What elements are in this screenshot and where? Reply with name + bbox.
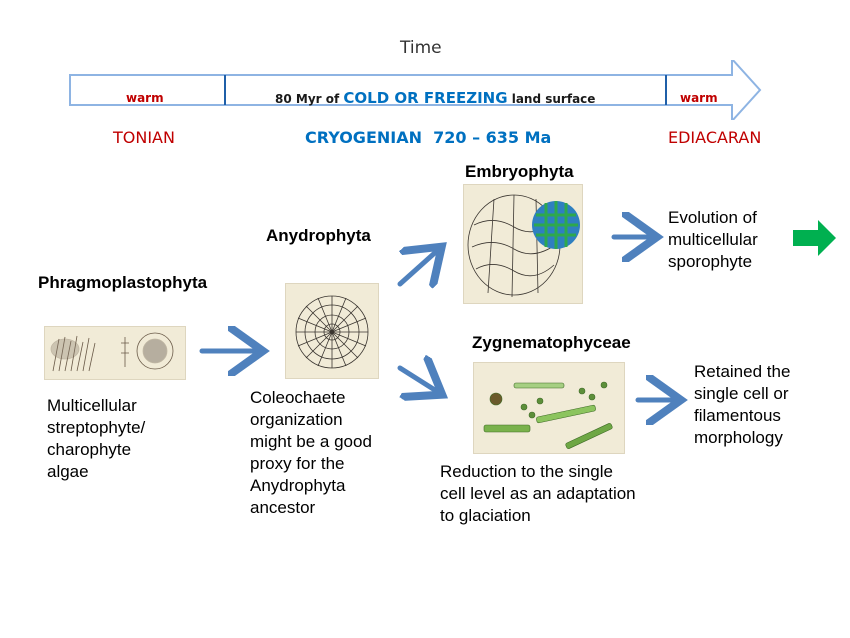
- period-ediacaran: EDIACARAN: [668, 128, 762, 147]
- period-cryogenian: CRYOGENIAN 720 – 635 Ma: [305, 128, 552, 147]
- heading-zygnematophyceae: Zygnematophyceae: [472, 333, 631, 352]
- zygnema-outcome-line: morphology: [694, 428, 783, 447]
- coleochaete-illustration: [285, 283, 379, 379]
- zygnema-desc-line: cell level as an adaptation: [440, 484, 636, 503]
- zygnematophyceae-description: Reduction to the single cell level as an…: [440, 461, 636, 527]
- zygnematophyceae-illustration: [473, 362, 625, 454]
- zygnema-desc-line: Reduction to the single: [440, 462, 613, 481]
- zygnema-desc-line: to glaciation: [440, 506, 531, 525]
- timeline-arrow-outline: [69, 60, 762, 120]
- timeline-title: Time: [400, 38, 442, 58]
- phragmo-desc-line: streptophyte/: [47, 418, 146, 437]
- phragmoplastophyta-drawing: [50, 332, 174, 372]
- phragmo-desc-line: charophyte: [47, 440, 132, 459]
- phragmo-desc-line: algae: [47, 462, 89, 481]
- timeline-middle-label: 80 Myr of COLD OR FREEZING land surface: [275, 89, 595, 107]
- phragmo-desc-line: Multicellular: [47, 396, 137, 415]
- timeline-right-warm: warm: [680, 91, 718, 105]
- phragmoplastophyta-illustration: [44, 326, 186, 380]
- arrow-anydro-to-embryo: [397, 250, 438, 284]
- embryophyta-illustration: [463, 184, 583, 304]
- zygnema-outcome-line: single cell or: [694, 384, 789, 403]
- zygnema-outcome-line: Retained the: [694, 362, 791, 381]
- anydro-desc-line: Coleochaete: [250, 388, 346, 407]
- timeline-middle-post: land surface: [511, 92, 596, 106]
- zygnematophyceae-outcome: Retained the single cell or filamentous …: [694, 361, 790, 449]
- coleochaete-drawing: [295, 295, 369, 369]
- anydro-desc-line: ancestor: [250, 498, 316, 517]
- heading-phragmoplastophyta: Phragmoplastophyta: [38, 273, 208, 292]
- zygnema-outcome-line: filamentous: [694, 406, 781, 425]
- anydro-desc-line: Anydrophyta: [250, 476, 346, 495]
- embryo-outcome-line: sporophyte: [668, 252, 753, 271]
- embryo-outcome-line: multicellular: [668, 230, 758, 249]
- timeline-middle-emph: COLD OR FREEZING: [343, 89, 508, 107]
- heading-embryophyta: Embryophyta: [465, 162, 574, 181]
- embryophyta-drawing: [467, 194, 580, 298]
- embryo-outcome-line: Evolution of: [668, 208, 757, 227]
- anydro-desc-line: proxy for the: [250, 454, 345, 473]
- anydrophyta-description: Coleochaete organization might be a good…: [250, 387, 372, 519]
- embryophyta-outcome: Evolution of multicellular sporophyte: [668, 207, 758, 273]
- timeline-left-warm: warm: [126, 91, 164, 105]
- arrow-anydro-to-zygnema: [397, 368, 438, 392]
- anydro-desc-line: organization: [250, 410, 343, 429]
- zygnematophyceae-drawing: [483, 381, 613, 449]
- phragmoplastophyta-description: Multicellular streptophyte/ charophyte a…: [47, 395, 145, 483]
- timeline-arrow: [69, 60, 762, 120]
- heading-anydrophyta: Anydrophyta: [266, 226, 371, 245]
- anydro-desc-line: might be a good: [250, 432, 372, 451]
- green-continue-arrow: [793, 220, 836, 256]
- timeline-middle-pre: 80 Myr of: [275, 92, 340, 106]
- period-tonian: TONIAN: [113, 128, 175, 147]
